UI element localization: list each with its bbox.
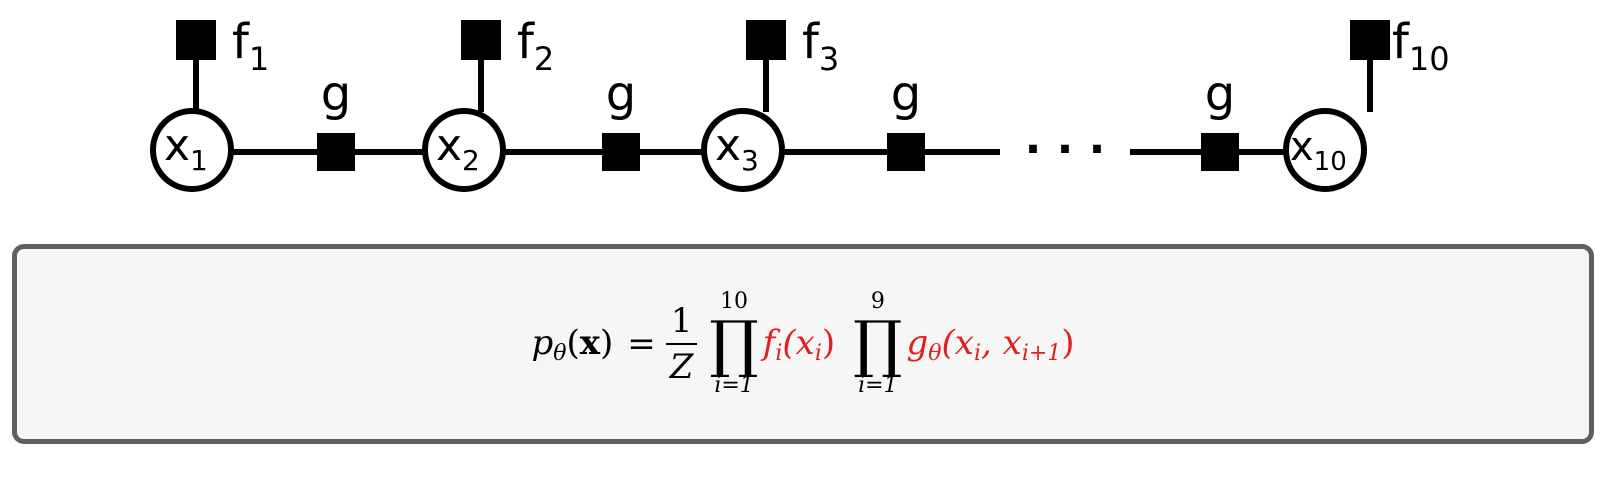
lhs-x-vector: x xyxy=(579,322,600,363)
factor-g-label: g xyxy=(321,66,351,122)
unary-term-f: f xyxy=(762,322,776,363)
pairwise-term-g: g xyxy=(906,322,929,363)
normalizer-fraction: 1 Z xyxy=(665,301,698,387)
unary-term-arg-sub: i xyxy=(814,340,822,366)
product-unary-lower: i=1 xyxy=(714,373,754,398)
product-pairwise-lower: i=1 xyxy=(858,373,898,398)
factor-g-square xyxy=(887,133,925,171)
factor-f1-label: f1 xyxy=(232,14,269,78)
factor-g-square xyxy=(317,133,355,171)
unary-term-f-sub: i xyxy=(775,340,783,366)
chain-ellipsis: · · · xyxy=(1025,124,1106,175)
factor-f1-square xyxy=(176,20,216,60)
pairwise-term-arg1-sub: i xyxy=(973,340,982,366)
unary-term: fi(xi) xyxy=(763,323,835,366)
pairwise-term: gθ(xi, xi+1) xyxy=(907,323,1075,366)
lhs-paren-close: ) xyxy=(600,322,614,363)
product-pairwise-upper: 9 xyxy=(870,289,885,314)
variable-node-x1 xyxy=(150,108,234,192)
pairwise-term-close: ) xyxy=(1061,322,1075,363)
variable-node-x3 xyxy=(701,108,785,192)
unary-term-arg: (x xyxy=(782,322,815,363)
equals-sign: = xyxy=(627,324,656,364)
product-unary: 10 ∏ i=1 xyxy=(709,290,758,398)
unary-term-close: ) xyxy=(821,322,836,363)
variable-x10-label: x10 xyxy=(1290,124,1347,177)
variable-x1-label: x1 xyxy=(164,120,208,177)
factor-g-label: g xyxy=(1205,66,1235,122)
fraction-denominator: Z xyxy=(665,343,698,387)
factor-f2-square xyxy=(461,20,501,60)
factor-graph: · · · f1 f2 f3 f10 g g g g x1 x2 x3 x10 xyxy=(150,14,1450,192)
pairwise-term-g-sub: θ xyxy=(928,340,942,366)
pairwise-term-arg2: , x xyxy=(981,322,1022,363)
fraction-numerator: 1 xyxy=(670,301,693,341)
variable-node-x10 xyxy=(1283,108,1367,192)
product-unary-upper: 10 xyxy=(720,289,749,314)
factor-f3-square xyxy=(746,20,786,60)
factor-g-label: g xyxy=(891,66,921,122)
factor-f10-label: f10 xyxy=(1392,14,1450,78)
formula-box: pθ(x) = 1 Z 10 ∏ i=1 fi(xi) 9 ∏ i=1 gθ(x… xyxy=(12,244,1594,444)
factor-g-square xyxy=(1201,133,1239,171)
factor-g-label: g xyxy=(606,66,636,122)
variable-node-x2 xyxy=(422,108,506,192)
variable-x2-label: x2 xyxy=(436,120,480,177)
lhs-theta: θ xyxy=(553,340,567,366)
product-pairwise: 9 ∏ i=1 xyxy=(853,290,902,398)
pairwise-term-arg2-sub: i+1 xyxy=(1021,340,1062,366)
variable-x3-label: x3 xyxy=(715,120,759,177)
joint-distribution-formula: pθ(x) = 1 Z 10 ∏ i=1 fi(xi) 9 ∏ i=1 gθ(x… xyxy=(17,249,1589,439)
formula-lhs: pθ(x) xyxy=(531,323,613,366)
product-pairwise-symbol: ∏ xyxy=(853,307,903,380)
lhs-p: p xyxy=(531,322,554,363)
product-unary-symbol: ∏ xyxy=(709,307,759,380)
factor-f10-square xyxy=(1350,20,1390,60)
factor-f3-label: f3 xyxy=(802,14,839,78)
factor-g-square xyxy=(602,133,640,171)
pairwise-term-arg1: (x xyxy=(941,322,974,363)
factor-f2-label: f2 xyxy=(517,14,554,78)
lhs-paren-open: ( xyxy=(566,322,580,363)
